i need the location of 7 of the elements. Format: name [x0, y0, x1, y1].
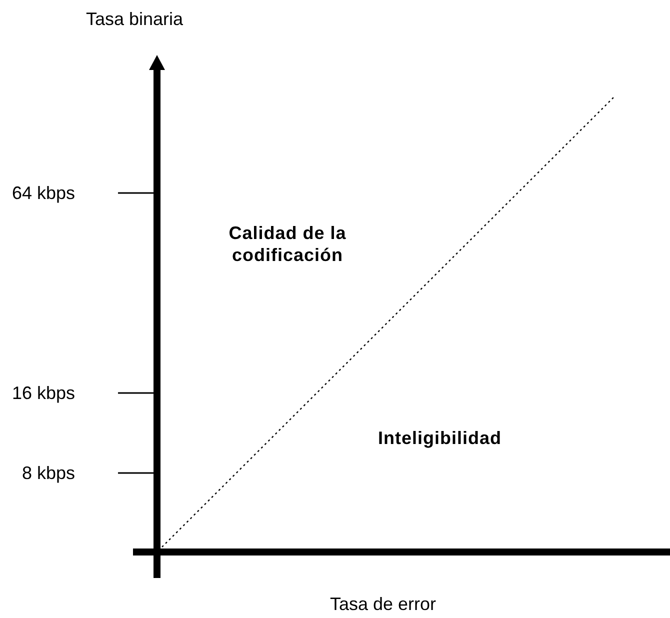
axis-title: Tasa binaria	[86, 8, 184, 30]
region-label: Calidad de la codificación	[228, 222, 348, 266]
tick-label: 8 kbps	[22, 462, 76, 484]
tick-label: 16 kbps	[12, 382, 76, 404]
region-label: Inteligibilidad	[378, 427, 502, 449]
axis-title: Tasa de error	[330, 593, 436, 615]
tick-label: 64 kbps	[12, 182, 76, 204]
